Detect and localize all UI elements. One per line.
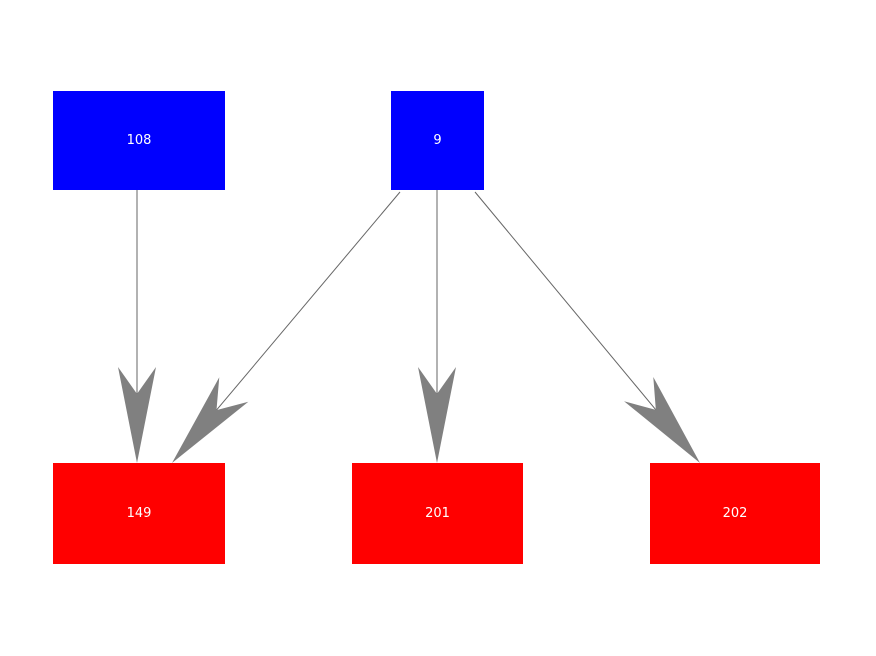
- node-label: 201: [425, 506, 450, 521]
- node-149[interactable]: 149: [53, 463, 225, 564]
- node-label: 108: [126, 133, 152, 148]
- node-108[interactable]: 108: [53, 91, 225, 190]
- edge-line: [216, 191, 401, 411]
- arrowhead-icon: [172, 377, 249, 463]
- node-label: 9: [433, 133, 442, 148]
- arrowhead-icon: [418, 367, 456, 463]
- node-label: 149: [126, 506, 152, 521]
- edge-n9-to-n202: [474, 191, 700, 463]
- arrowhead-icon: [118, 367, 156, 463]
- edge-n9-to-n201: [418, 190, 456, 463]
- arrowhead-icon: [624, 377, 700, 463]
- node-202[interactable]: 202: [650, 463, 820, 564]
- edge-n108-to-n149: [118, 190, 156, 463]
- node-9[interactable]: 9: [391, 91, 484, 190]
- edge-n9-to-n149: [172, 191, 401, 463]
- node-201[interactable]: 201: [352, 463, 523, 564]
- edge-line: [474, 191, 657, 411]
- node-label: 202: [722, 506, 748, 521]
